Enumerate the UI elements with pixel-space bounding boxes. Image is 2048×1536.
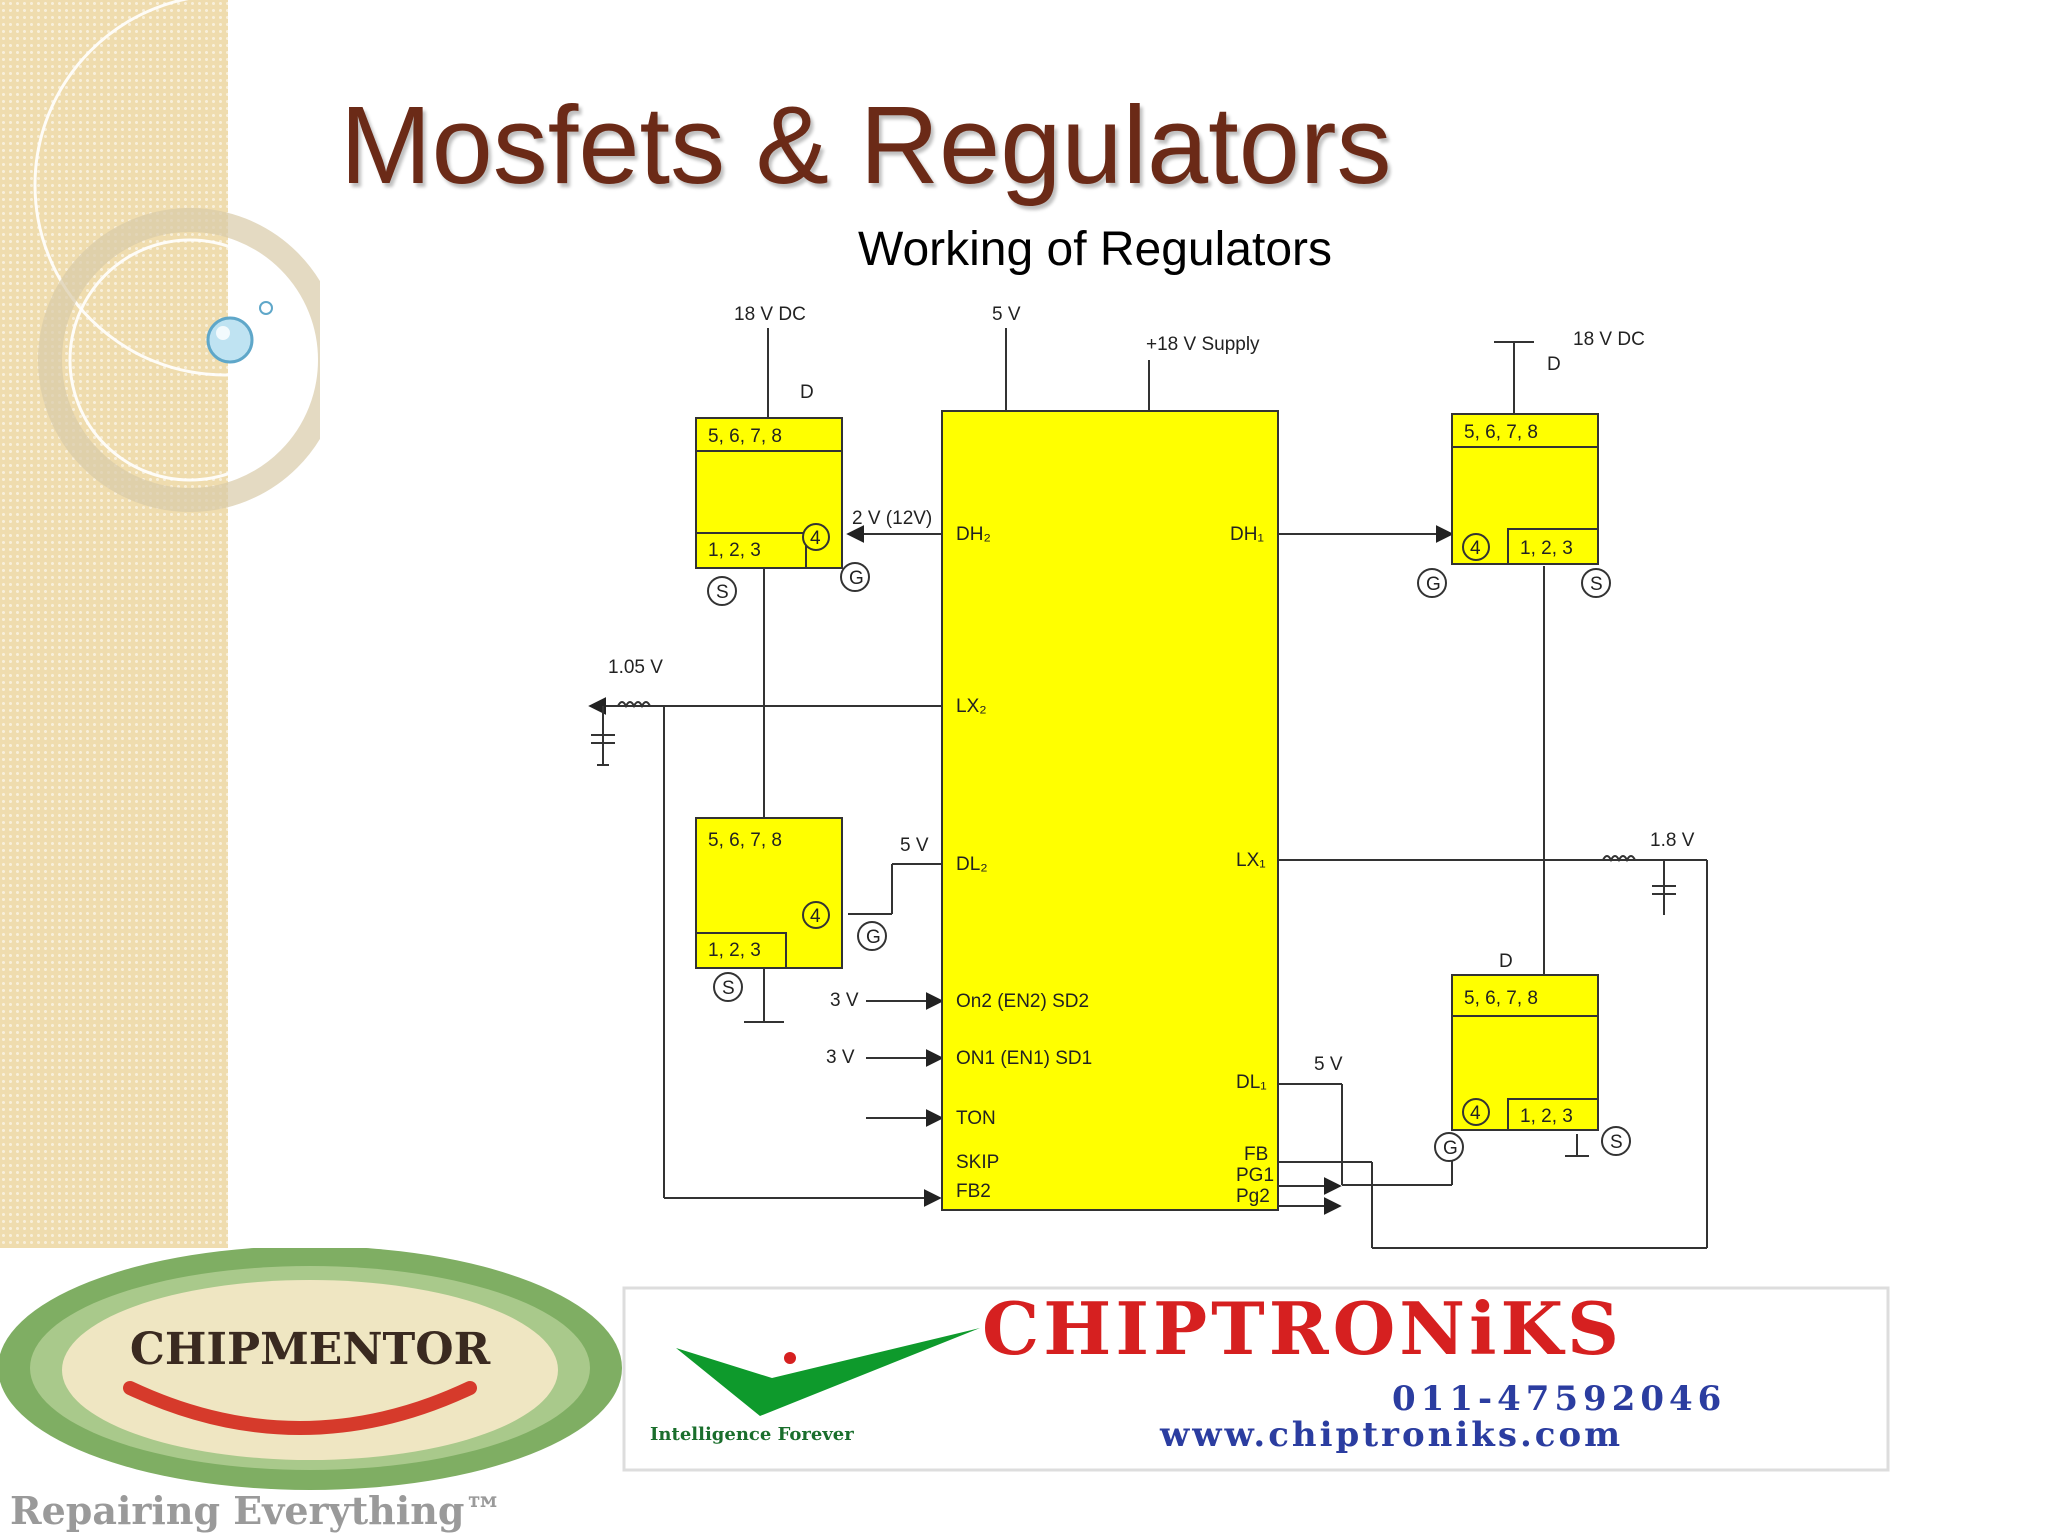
label-source-pins: 1, 2, 3: [1520, 1106, 1573, 1127]
pin-lx2: LX₂: [956, 696, 987, 717]
label-drain: D: [1547, 354, 1561, 375]
footer-logos: CHIPMENTOR Repairing Everything™ CHIPTRO…: [0, 1248, 1890, 1533]
label-drain-pins: 5, 6, 7, 8: [1464, 988, 1538, 1009]
label-drain-pins: 5, 6, 7, 8: [708, 830, 782, 851]
label-source: S: [1610, 1132, 1623, 1153]
pin-on1: ON1 (EN1) SD1: [956, 1048, 1092, 1069]
pin-on2: On2 (EN2) SD2: [956, 991, 1089, 1012]
label-source-pins: 1, 2, 3: [708, 540, 761, 561]
label-gate-pin: 4: [810, 528, 821, 549]
mosfet-high-side-left: [695, 417, 843, 569]
label-vout-right: 1.8 V: [1650, 830, 1695, 851]
label-source-pins: 1, 2, 3: [708, 940, 761, 961]
label-source: S: [716, 582, 729, 603]
label-18v-dc-right: 18 V DC: [1573, 329, 1645, 350]
regulator-ic: [941, 410, 1279, 1211]
website-url: www.chiptroniks.com: [1159, 1415, 1623, 1455]
label-vout-left: 1.05 V: [608, 657, 663, 678]
chiptroniks-name: CHIPTRONiKS: [982, 1286, 1623, 1371]
chipmentor-name: CHIPMENTOR: [130, 1324, 491, 1375]
label-dl1-5v: 5 V: [1314, 1054, 1343, 1075]
chipmentor-tagline: Repairing Everything™: [10, 1488, 502, 1533]
label-gate: G: [866, 927, 881, 948]
label-gate: G: [1443, 1138, 1458, 1159]
phone-number: 011-47592046: [1392, 1379, 1726, 1419]
label-drain-pins: 5, 6, 7, 8: [1464, 422, 1538, 443]
label-source: S: [1590, 574, 1603, 595]
label-drain-pins: 5, 6, 7, 8: [708, 426, 782, 447]
pin-dh2: DH₂: [956, 524, 991, 545]
chiptroniks-tagline: Intelligence Forever: [650, 1424, 854, 1445]
pin-dh1: DH₁: [1230, 524, 1264, 545]
pin-fb: FB: [1244, 1144, 1268, 1165]
slide-subtitle: Working of Regulators: [858, 223, 1332, 276]
mosfet-low-side-right: [1451, 974, 1599, 1131]
pin-lx1: LX₁: [1236, 850, 1266, 871]
chipmentor-logo: CHIPMENTOR Repairing Everything™: [0, 1248, 622, 1533]
label-5v-ic: 5 V: [992, 304, 1021, 325]
label-gate: G: [1426, 574, 1441, 595]
label-on1-3v: 3 V: [826, 1047, 855, 1068]
label-gate-drive: 2 V (12V): [852, 508, 932, 529]
label-on2-3v: 3 V: [830, 990, 859, 1011]
chiptroniks-logo: CHIPTRONiKS Intelligence Forever 011-475…: [622, 1286, 1890, 1472]
mosfet-high-side-right: [1451, 413, 1599, 565]
label-gate-pin: 4: [1470, 1103, 1481, 1124]
checkmark-icon: [676, 1328, 980, 1416]
label-18v-supply: +18 V Supply: [1146, 334, 1260, 355]
pin-dl2: DL₂: [956, 854, 988, 875]
label-dl2-5v: 5 V: [900, 835, 929, 856]
label-gate: G: [849, 568, 864, 589]
pin-pg1: PG1: [1236, 1165, 1274, 1186]
slide-title: Mosfets & Regulators: [340, 84, 1392, 207]
pin-dl1: DL₁: [1236, 1072, 1267, 1093]
label-source-pins: 1, 2, 3: [1520, 538, 1573, 559]
pin-fb2: FB2: [956, 1181, 991, 1202]
label-drain: D: [1499, 951, 1513, 972]
inductor-right: [1602, 855, 1636, 863]
decorative-rings: [33, 0, 320, 512]
pin-skip: SKIP: [956, 1152, 999, 1173]
label-18v-dc-left: 18 V DC: [734, 304, 806, 325]
mosfet-low-side-left: [695, 817, 843, 969]
label-gate-pin: 4: [810, 906, 821, 927]
pin-pg2: Pg2: [1236, 1186, 1270, 1207]
regulator-circuit-diagram: 18 V DC 5 V +18 V Supply 18 V DC D D D 5…: [588, 304, 1708, 1249]
label-source: S: [722, 978, 735, 999]
label-drain: D: [800, 382, 814, 403]
inductor-left: [617, 701, 651, 709]
label-gate-pin: 4: [1470, 538, 1481, 559]
pin-ton: TON: [956, 1108, 996, 1129]
